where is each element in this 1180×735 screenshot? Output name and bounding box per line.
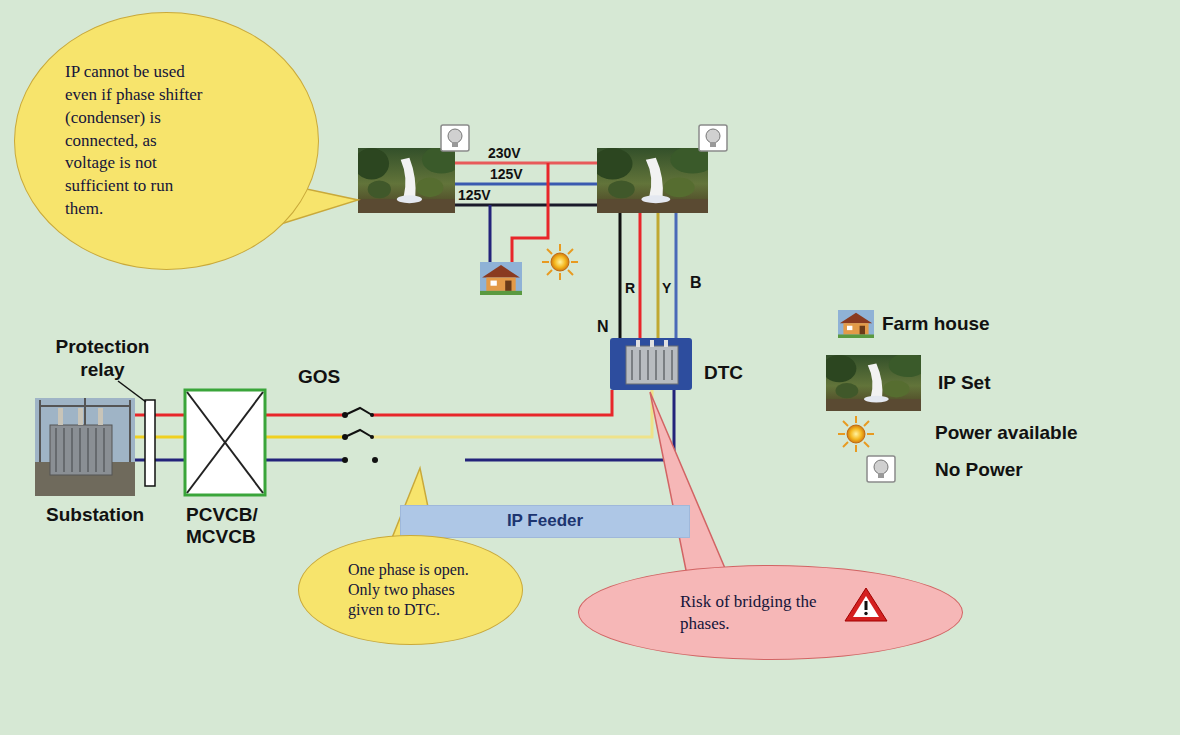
- service-wires: [619, 213, 622, 338]
- gos-switch: [370, 413, 374, 417]
- gos-switch: [372, 457, 378, 463]
- callout-text: Risk of bridging the phases.: [680, 591, 855, 634]
- ip-set-picture: [593, 146, 715, 213]
- warning-icon: [865, 601, 868, 610]
- line-wires: [455, 162, 597, 165]
- feeder-wires: [372, 390, 612, 415]
- protection-relay: [145, 400, 155, 486]
- ip-set-picture: [354, 146, 927, 411]
- part-label: GOS: [298, 366, 340, 388]
- substation-picture: [98, 408, 103, 425]
- part-label: Substation: [46, 504, 144, 526]
- note-callout: One phase is open. Only two phases given…: [298, 535, 523, 645]
- farm-house-icon: [480, 262, 874, 338]
- protection-relay: [118, 381, 146, 402]
- no-power-bulb: [441, 125, 895, 482]
- service-wires: [657, 213, 660, 338]
- no-power-bulb: [867, 456, 895, 482]
- feeder-band: IP Feeder: [400, 505, 690, 538]
- gos-switch: [345, 408, 372, 415]
- service-wires: [620, 213, 676, 338]
- line-wires: [455, 163, 597, 262]
- part-label: Protection relay: [35, 335, 170, 381]
- warning-icon: [864, 612, 867, 615]
- part-label: PCVCB/ MCVCB: [186, 504, 281, 548]
- phase-label: Y: [662, 280, 671, 296]
- line-wires: [455, 204, 597, 207]
- ip-set-picture: [822, 353, 927, 411]
- dtc-transformer: [636, 340, 640, 347]
- gos-switch: [342, 408, 378, 463]
- legend-text: Farm house: [882, 313, 990, 334]
- substation-picture: [35, 398, 135, 496]
- note-callout: IP cannot be used even if phase shifter …: [14, 12, 319, 270]
- substation-picture: [50, 425, 112, 475]
- farm-house-icon: [838, 310, 874, 338]
- gos-switch: [370, 435, 374, 439]
- warning-callout: Risk of bridging the phases.: [578, 565, 963, 660]
- feeder-wires: [465, 390, 674, 460]
- power-bulb: [542, 244, 874, 452]
- gos-switch: [345, 430, 372, 437]
- legend-text: No Power: [935, 459, 1023, 480]
- service-wires: [639, 213, 642, 338]
- substation-picture: [35, 398, 135, 496]
- phase-label: N: [597, 318, 609, 336]
- part-label: DTC: [704, 362, 743, 384]
- substation-picture: [78, 408, 83, 425]
- callout-text: IP cannot be used even if phase shifter …: [65, 61, 208, 222]
- breaker-box: [185, 390, 265, 495]
- legend-text: Power available: [935, 422, 1078, 443]
- feeder-wires: [372, 390, 652, 437]
- callout-text: One phase is open. Only two phases given…: [348, 560, 483, 620]
- breaker-box: [187, 392, 263, 493]
- warning-icon: [845, 588, 887, 621]
- dtc-transformer: [626, 346, 678, 384]
- callout-tail: [650, 392, 730, 590]
- dtc-transformer: [664, 340, 668, 347]
- dtc-transformer: [610, 338, 692, 390]
- power-bulb: [838, 416, 874, 452]
- legend-item: Power available: [935, 422, 1078, 444]
- legend-item: Farm house: [882, 313, 990, 335]
- legend-text: IP Set: [938, 372, 990, 393]
- substation-picture: [56, 428, 104, 472]
- phase-label: R: [625, 280, 635, 296]
- dtc-transformer: [650, 340, 654, 347]
- warning-icon: [853, 596, 879, 617]
- protection-relay: [118, 381, 155, 486]
- voltage-label: 230V: [488, 145, 521, 161]
- dtc-transformer: [610, 338, 692, 390]
- breaker-box: [185, 390, 265, 495]
- band-text: IP Feeder: [507, 511, 583, 531]
- power-bulb: [542, 244, 578, 280]
- voltage-label: 125V: [458, 187, 491, 203]
- line-wires: [455, 183, 597, 186]
- warning-icon: [845, 588, 887, 621]
- farm-house-icon: [480, 262, 522, 295]
- no-power-bulb: [441, 125, 469, 151]
- line-wires: [489, 205, 492, 262]
- callout-tail: [268, 185, 730, 590]
- voltage-label: 125V: [490, 166, 523, 182]
- service-wires: [675, 213, 678, 338]
- ip-set-picture: [354, 146, 461, 213]
- substation-picture: [58, 408, 63, 425]
- gos-switch: [342, 457, 348, 463]
- legend-item: IP Set: [938, 372, 990, 394]
- phase-label: B: [690, 274, 702, 292]
- no-power-bulb: [699, 125, 727, 151]
- legend-item: No Power: [935, 459, 1023, 481]
- dtc-transformer: [632, 350, 672, 380]
- breaker-box: [187, 392, 263, 493]
